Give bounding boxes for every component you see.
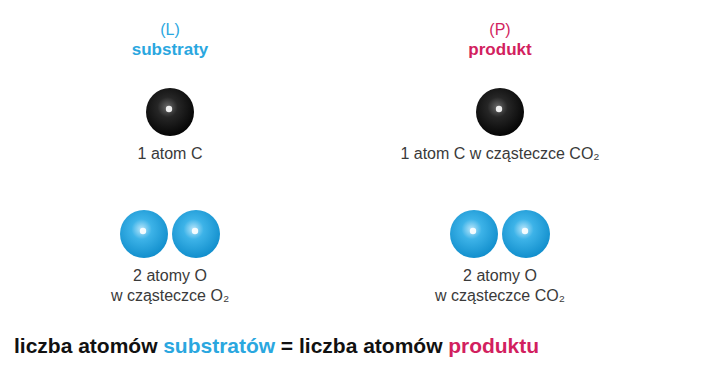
atom-balls: [118, 208, 222, 260]
side-marker: (L): [160, 20, 180, 39]
atom-figure: 1 atom C: [138, 86, 203, 164]
atom-sphere: [502, 210, 550, 258]
side-marker: (P): [489, 20, 510, 39]
atom-caption: w cząsteczce O₂: [111, 286, 229, 306]
atom-balls: [144, 86, 196, 138]
atom-sphere: [476, 88, 524, 136]
atom-figure: 2 atomy Ow cząsteczce O₂: [111, 208, 229, 306]
atom-highlight: [522, 228, 528, 234]
atom-highlight: [496, 106, 502, 112]
statement-part: substratów: [163, 333, 275, 358]
atom-balls: [474, 86, 526, 138]
atom-highlight: [140, 228, 146, 234]
atom-caption: 1 atom C w cząsteczce CO₂: [400, 144, 599, 164]
side-heading: produkt: [468, 40, 531, 60]
atom-highlight: [166, 106, 172, 112]
atom-figure: 2 atomy Ow cząsteczce CO₂: [435, 208, 565, 306]
atom-sphere: [146, 88, 194, 136]
statement-part: liczba atomów: [14, 333, 158, 358]
atom-highlight: [470, 228, 476, 234]
atom-sphere: [120, 210, 168, 258]
atom-ball: [476, 88, 524, 136]
statement-part: produktu: [448, 333, 539, 358]
atom-figure: 1 atom C w cząsteczce CO₂: [400, 86, 599, 164]
atom-ball: [146, 88, 194, 136]
atom-caption: w cząsteczce CO₂: [435, 286, 565, 306]
statement-part: = liczba atomów: [281, 333, 443, 358]
atom-sphere: [172, 210, 220, 258]
atom-highlight: [192, 228, 198, 234]
atom-ball: [450, 210, 498, 258]
atom-caption: 2 atomy O: [111, 266, 229, 286]
atom-caption: 2 atomy O: [435, 266, 565, 286]
side-heading: substraty: [132, 40, 209, 60]
atom-caption: 1 atom C: [138, 144, 203, 164]
atom-sphere: [450, 210, 498, 258]
atom-ball: [120, 210, 168, 258]
atom-ball: [502, 210, 550, 258]
atom-balls: [448, 208, 552, 260]
rule-statement: liczba atomówsubstratów= liczba atomówpr…: [14, 333, 545, 358]
atom-ball: [172, 210, 220, 258]
